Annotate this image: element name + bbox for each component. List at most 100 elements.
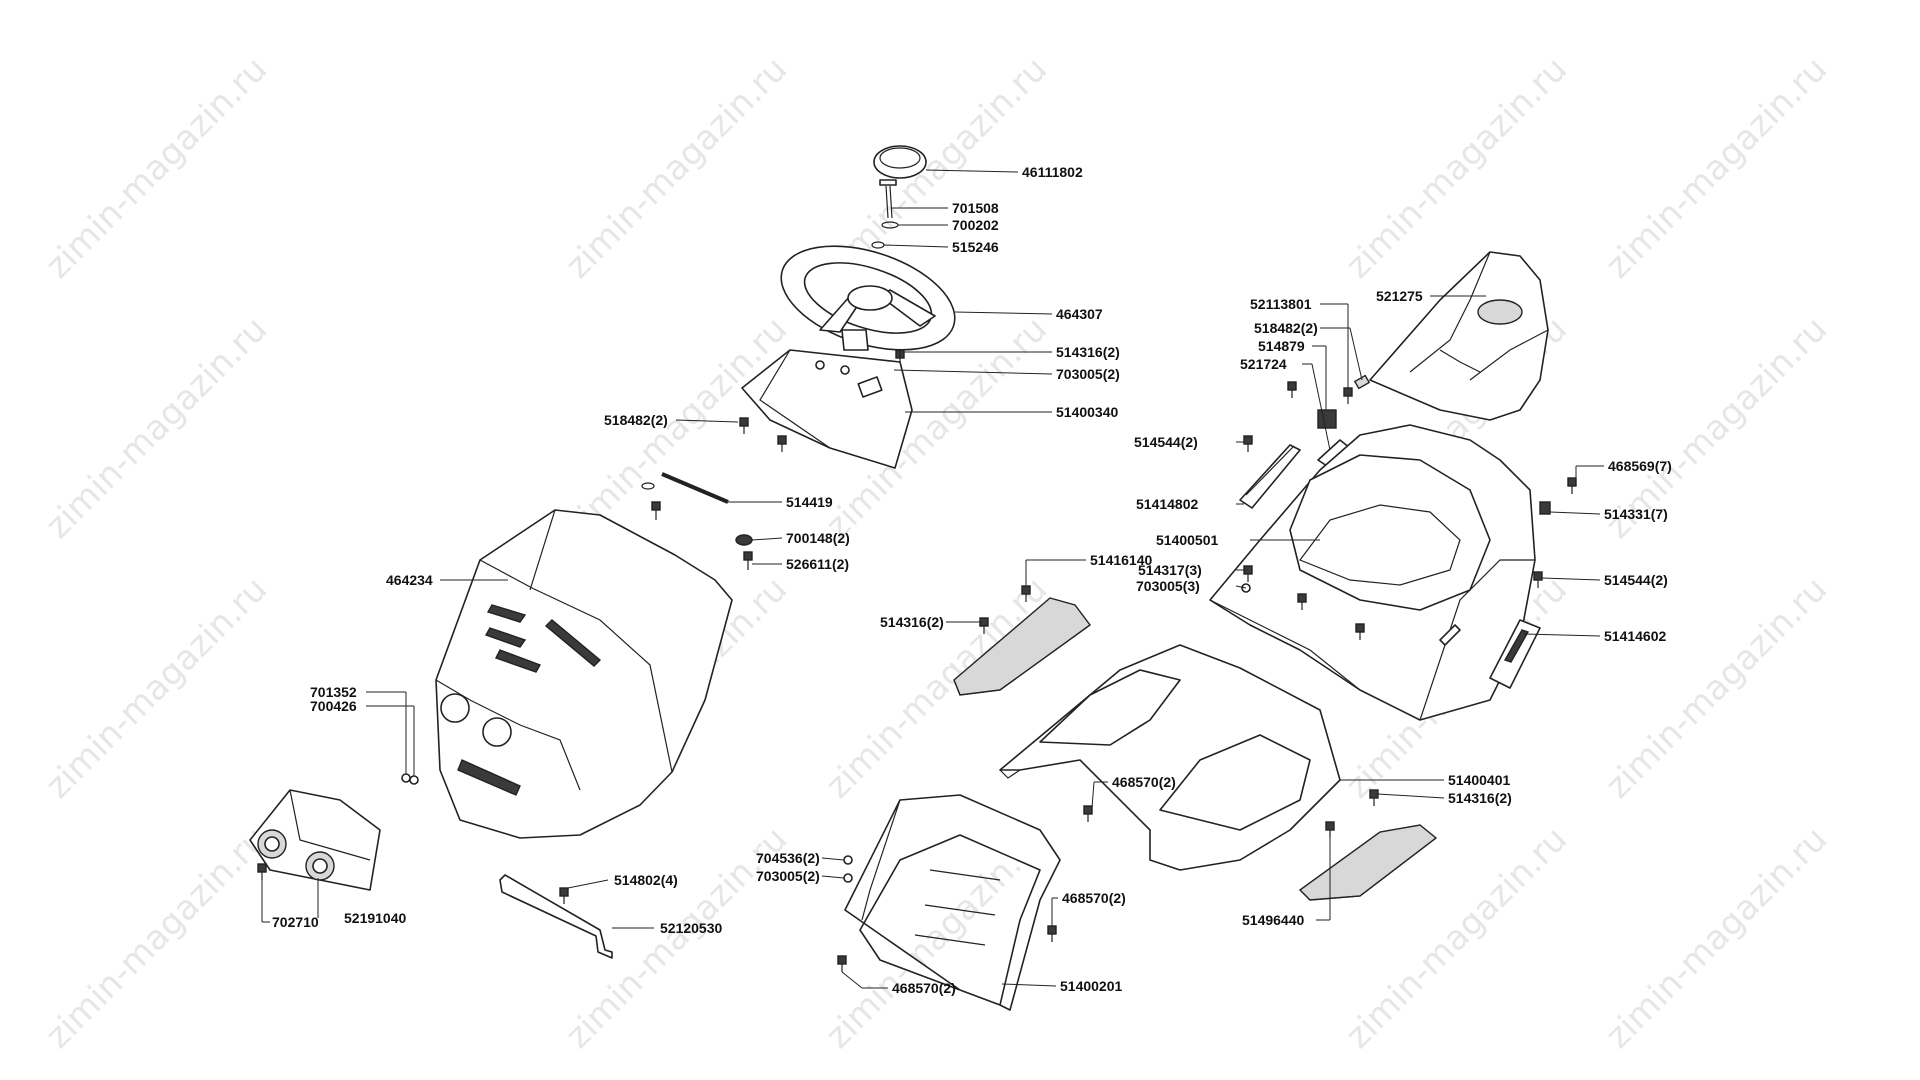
steering-wheel xyxy=(780,245,956,351)
handle-51414602 xyxy=(1489,619,1541,689)
label-703005-bot: 703005(2) xyxy=(756,868,820,884)
label-514544-left: 514544(2) xyxy=(1134,434,1198,450)
watermark-text: zimin-magazin.ru xyxy=(558,49,795,286)
label-514419: 514419 xyxy=(786,494,833,510)
label-468569: 468569(7) xyxy=(1608,458,1672,474)
footrest-left-51416140 xyxy=(953,597,1091,696)
watermark-text: zimin-magazin.ru xyxy=(1598,49,1835,286)
washer-700426 xyxy=(409,775,419,785)
label-514802: 514802(4) xyxy=(614,872,678,888)
label-514316-top: 514316(2) xyxy=(1056,344,1120,360)
label-518482-right: 518482(2) xyxy=(1254,320,1318,336)
label-52191040: 52191040 xyxy=(344,910,407,926)
label-515246: 515246 xyxy=(952,239,999,255)
screw-468570-c xyxy=(837,955,847,972)
label-46111802: 46111802 xyxy=(1022,164,1083,180)
washer-703005-bot xyxy=(843,873,853,883)
screw-514316-bot xyxy=(1369,789,1379,806)
screw-514544-right xyxy=(1533,571,1543,588)
label-464234: 464234 xyxy=(386,572,433,588)
label-514544-right: 514544(2) xyxy=(1604,572,1668,588)
screw-468570-a xyxy=(1083,805,1093,822)
seat-521275 xyxy=(1369,251,1549,421)
label-514331: 514331(7) xyxy=(1604,506,1668,522)
washer-700148 xyxy=(735,534,753,546)
label-51414602: 51414602 xyxy=(1604,628,1667,644)
side-trim-51414802 xyxy=(1239,444,1301,509)
front-fender-51400201 xyxy=(844,794,1061,1011)
label-514879: 514879 xyxy=(1258,338,1305,354)
clip-514331 xyxy=(1539,501,1551,515)
screw-51496440 xyxy=(1325,821,1335,838)
screw-518482-left xyxy=(739,417,749,434)
screw-514316-top xyxy=(895,349,905,362)
label-51414802: 51414802 xyxy=(1136,496,1199,512)
switch-514879 xyxy=(1317,409,1337,429)
label-701508: 701508 xyxy=(952,200,999,216)
screw-468569 xyxy=(1567,477,1577,494)
leader-lines xyxy=(261,169,1604,989)
label-468570-c: 468570(2) xyxy=(892,980,956,996)
label-52120530: 52120530 xyxy=(660,920,723,936)
screw-fender-c xyxy=(1355,623,1365,640)
part-labels: 46111802 701508 700202 515246 464307 514… xyxy=(272,164,1672,996)
label-521724: 521724 xyxy=(1240,356,1287,372)
label-700426: 700426 xyxy=(310,698,357,714)
label-468570-b: 468570(2) xyxy=(1062,890,1126,906)
label-514316-mid: 514316(2) xyxy=(880,614,944,630)
label-52113801: 52113801 xyxy=(1250,296,1312,312)
rod-514419 xyxy=(661,472,729,504)
screw-702710 xyxy=(257,863,267,880)
label-521275: 521275 xyxy=(1376,288,1423,304)
label-703005-top: 703005(2) xyxy=(1056,366,1120,382)
label-526611: 526611(2) xyxy=(786,556,849,572)
watermark-text: zimin-magazin.ru xyxy=(38,569,275,806)
label-701352: 701352 xyxy=(310,684,357,700)
label-703005-3: 703005(3) xyxy=(1136,578,1200,594)
screw-514544-left xyxy=(1243,435,1253,452)
washer-rod xyxy=(641,482,655,490)
steering-wheel-cap xyxy=(873,145,927,179)
label-514317: 514317(3) xyxy=(1138,562,1202,578)
watermark-text: zimin-magazin.ru xyxy=(1338,49,1575,286)
label-468570-a: 468570(2) xyxy=(1112,774,1176,790)
floor-panel-51400401 xyxy=(999,644,1341,871)
dashboard-panel xyxy=(741,349,913,469)
spring-52113801 xyxy=(1353,374,1371,390)
hood-464234 xyxy=(435,509,733,839)
label-518482-left: 518482(2) xyxy=(604,412,668,428)
screw-468570-b xyxy=(1047,925,1057,942)
screw-fender-b xyxy=(1297,593,1307,610)
label-51400201: 51400201 xyxy=(1060,978,1123,994)
nut-704536 xyxy=(843,855,853,865)
screw-521724-a xyxy=(1287,381,1297,398)
rear-fender-51400501 xyxy=(1209,424,1536,721)
watermark-text: zimin-magazin.ru xyxy=(38,309,275,546)
label-700148: 700148(2) xyxy=(786,530,850,546)
watermark-layer: zimin-magazin.ru zimin-magazin.ru zimin-… xyxy=(38,49,1835,1056)
screw-526611 xyxy=(743,551,753,570)
label-702710: 702710 xyxy=(272,914,319,930)
footrest-right-51496440 xyxy=(1298,824,1438,901)
label-51400340: 51400340 xyxy=(1056,404,1119,420)
screw-514802 xyxy=(559,887,569,904)
label-51400501: 51400501 xyxy=(1156,532,1219,548)
label-51416140: 51416140 xyxy=(1090,552,1153,568)
steering-bolt xyxy=(879,179,897,219)
screw-rod xyxy=(651,501,661,520)
label-514316-bot: 514316(2) xyxy=(1448,790,1512,806)
watermark-text: zimin-magazin.ru xyxy=(1598,819,1835,1056)
screw-518482-right xyxy=(1343,387,1353,404)
watermark-text: zimin-magazin.ru xyxy=(558,309,795,546)
label-704536: 704536(2) xyxy=(756,850,820,866)
watermark-text: zimin-magazin.ru xyxy=(1598,569,1835,806)
nut-701352 xyxy=(401,773,411,783)
label-700202: 700202 xyxy=(952,217,999,233)
headlight-housing-52191040 xyxy=(249,789,381,891)
bracket-52120530 xyxy=(499,874,613,959)
screw-518482-b xyxy=(777,435,787,452)
label-51400401: 51400401 xyxy=(1448,772,1511,788)
watermark-text: zimin-magazin.ru xyxy=(38,49,275,286)
